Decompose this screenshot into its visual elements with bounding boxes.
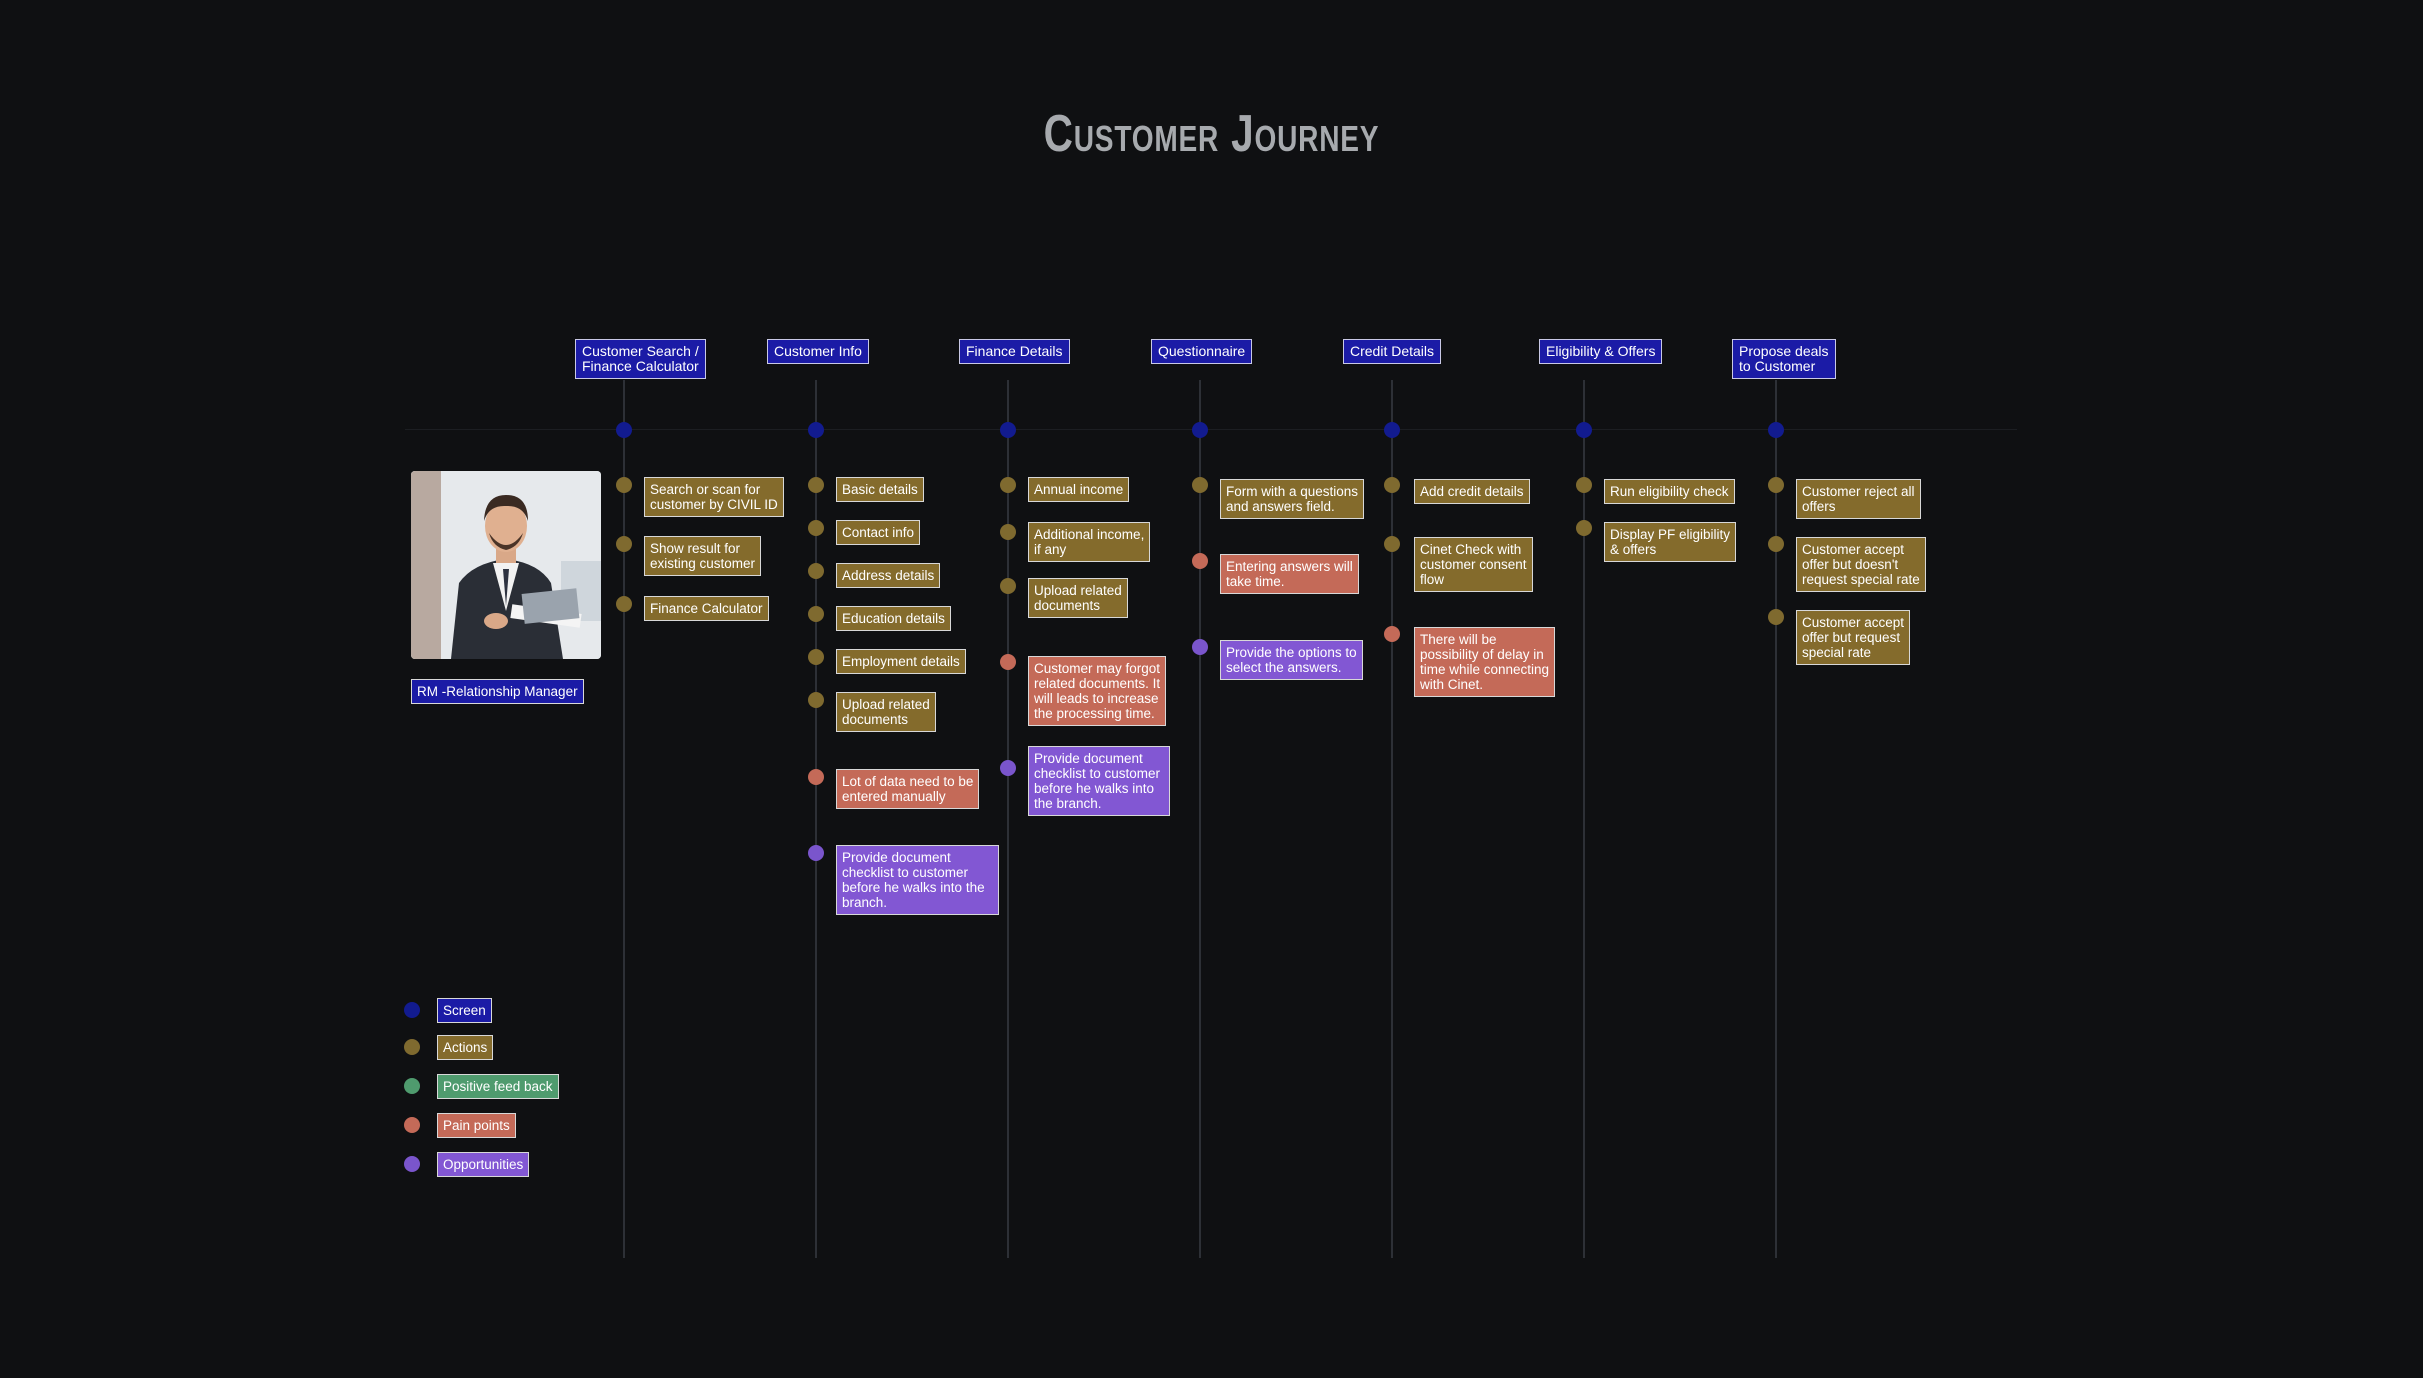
pain-card[interactable]: Customer may forgot related documents. I… [1028,656,1167,726]
lane-line-2 [815,380,817,1258]
stage-customer-search[interactable]: Customer Search / Finance Calculator [575,339,706,379]
action-card[interactable]: Education details [836,606,951,631]
action-dot [616,596,632,612]
opportunity-card[interactable]: Provide the options to select the answer… [1220,640,1363,680]
legend-dot-positive [404,1078,420,1094]
opportunity-dot [1000,760,1016,776]
action-dot [808,520,824,536]
action-dot [1000,524,1016,540]
action-card[interactable]: Basic details [836,477,924,502]
action-dot [808,477,824,493]
action-card[interactable]: Customer accept offer but doesn't reques… [1796,537,1926,592]
pain-dot [808,769,824,785]
persona-photo [411,471,601,659]
action-card[interactable]: Upload related documents [1028,578,1128,618]
pain-card[interactable]: There will be possibility of delay in ti… [1414,627,1556,697]
pain-card[interactable]: Lot of data need to be entered manually [836,769,980,809]
legend-label-opportunities: Opportunities [437,1152,530,1177]
action-dot [1192,477,1208,493]
stage-customer-info[interactable]: Customer Info [767,339,869,364]
timeline-axis [405,429,2017,430]
action-card[interactable]: Search or scan for customer by CIVIL ID [644,477,784,517]
lane-line-5 [1391,380,1393,1258]
action-dot [808,563,824,579]
action-card[interactable]: Annual income [1028,477,1130,502]
action-dot [1576,520,1592,536]
lane-line-4 [1199,380,1201,1258]
lane-line-1 [623,380,625,1258]
screen-dot [1768,422,1784,438]
legend-dot-actions [404,1039,420,1055]
page-title: Customer Journey [1043,105,1380,163]
action-dot [808,692,824,708]
action-card[interactable]: Additional income, if any [1028,522,1151,562]
stage-questionnaire[interactable]: Questionnaire [1151,339,1253,364]
action-card[interactable]: Cinet Check with customer consent flow [1414,537,1533,592]
action-dot [1384,536,1400,552]
pain-card[interactable]: Entering answers will take time. [1220,554,1359,594]
action-card[interactable]: Address details [836,563,941,588]
pain-dot [1000,654,1016,670]
action-card[interactable]: Contact info [836,520,921,545]
action-card[interactable]: Finance Calculator [644,596,769,621]
action-dot [1768,477,1784,493]
action-dot [808,649,824,665]
action-card[interactable]: Run eligibility check [1604,479,1735,504]
action-card[interactable]: Customer reject all offers [1796,479,1921,519]
legend-label-actions: Actions [437,1035,494,1060]
legend-label-pain: Pain points [437,1113,516,1138]
action-dot [616,477,632,493]
screen-dot [808,422,824,438]
lane-line-3 [1007,380,1009,1258]
opportunity-dot [808,845,824,861]
action-dot [1384,477,1400,493]
screen-dot [1576,422,1592,438]
action-dot [808,606,824,622]
action-dot [1768,609,1784,625]
opportunity-card[interactable]: Provide document checklist to customer b… [1028,746,1170,816]
action-card[interactable]: Customer accept offer but request specia… [1796,610,1911,665]
legend-dot-opportunities [404,1156,420,1172]
action-dot [1000,578,1016,594]
action-dot [1768,536,1784,552]
legend-dot-screen [404,1002,420,1018]
legend-label-positive: Positive feed back [437,1074,559,1099]
stage-eligibility-offers[interactable]: Eligibility & Offers [1539,339,1663,364]
action-card[interactable]: Form with a questions and answers field. [1220,479,1365,519]
legend-label-screen: Screen [437,998,492,1023]
action-card[interactable]: Add credit details [1414,479,1530,504]
screen-dot [1192,422,1208,438]
opportunity-card[interactable]: Provide document checklist to customer b… [836,845,999,915]
action-card[interactable]: Show result for existing customer [644,536,762,576]
action-dot [616,536,632,552]
screen-dot [1000,422,1016,438]
action-card[interactable]: Upload related documents [836,692,936,732]
persona-label: RM -Relationship Manager [411,679,584,704]
action-card[interactable]: Display PF eligibility & offers [1604,522,1737,562]
pain-dot [1384,626,1400,642]
screen-dot [616,422,632,438]
action-dot [1000,477,1016,493]
legend-dot-pain [404,1117,420,1133]
lane-line-6 [1583,380,1585,1258]
pain-dot [1192,553,1208,569]
action-dot [1576,477,1592,493]
lane-line-7 [1775,380,1777,1258]
screen-dot [1384,422,1400,438]
stage-finance-details[interactable]: Finance Details [959,339,1070,364]
stage-credit-details[interactable]: Credit Details [1343,339,1442,364]
action-card[interactable]: Employment details [836,649,966,674]
stage-propose-deals[interactable]: Propose deals to Customer [1732,339,1836,379]
opportunity-dot [1192,639,1208,655]
